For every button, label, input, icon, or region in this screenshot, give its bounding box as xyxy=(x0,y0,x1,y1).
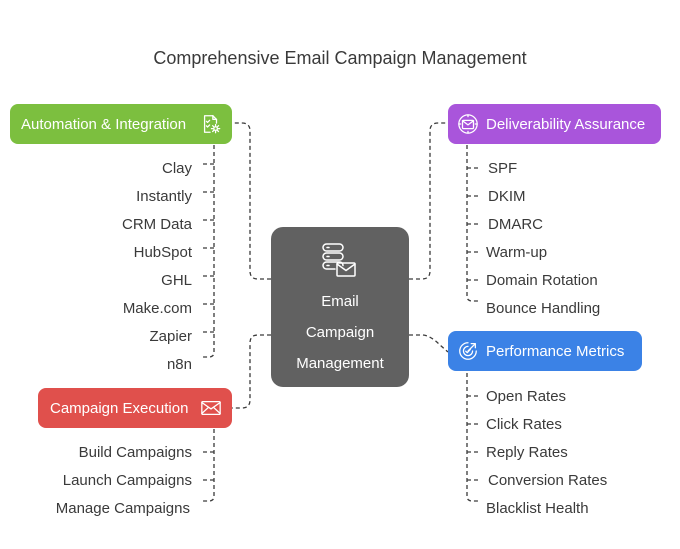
automation-item: n8n xyxy=(166,356,192,373)
automation-item: HubSpot xyxy=(133,244,192,261)
automation-integration-node[interactable]: Automation & Integration xyxy=(10,104,232,144)
automation-integration-label: Automation & Integration xyxy=(21,115,187,133)
automation-item: GHL xyxy=(161,272,192,289)
connector-center-deliverability xyxy=(409,122,448,280)
hub-label-line-3: Management xyxy=(296,355,384,372)
performance-item: Open Rates xyxy=(486,388,567,405)
campaign-execution-label: Campaign Execution xyxy=(50,399,189,417)
hub-label-line-2: Campaign xyxy=(305,324,375,341)
performance-trunk xyxy=(466,373,480,502)
execution-item: Manage Campaigns xyxy=(55,500,190,517)
envelope-target-icon xyxy=(458,114,478,134)
execution-trunk xyxy=(202,429,215,502)
envelope-icon xyxy=(201,400,221,416)
performance-metrics-node[interactable]: Performance Metrics xyxy=(448,331,642,371)
deliverability-item: Warm-up xyxy=(486,244,548,261)
deliverability-item: Bounce Handling xyxy=(486,300,601,317)
campaign-execution-node[interactable]: Campaign Execution xyxy=(38,388,232,428)
checklist-gear-icon xyxy=(203,115,221,134)
automation-item: Zapier xyxy=(149,328,192,345)
automation-item: Instantly xyxy=(136,188,192,205)
deliverability-assurance-node[interactable]: Deliverability Assurance xyxy=(448,104,661,144)
automation-item: Clay xyxy=(161,160,192,177)
deliverability-trunk xyxy=(466,145,480,302)
deliverability-assurance-label: Deliverability Assurance xyxy=(486,115,646,133)
execution-item: Launch Campaigns xyxy=(62,472,192,489)
deliverability-item: SPF xyxy=(488,160,518,177)
deliverability-item: DMARC xyxy=(488,216,543,233)
connector-center-automation xyxy=(232,122,271,280)
email-campaign-management-hub[interactable]: Email Campaign Management xyxy=(271,227,409,387)
connector-center-execution xyxy=(232,334,271,409)
automation-item: CRM Data xyxy=(121,216,192,233)
server-mail-icon xyxy=(322,243,356,277)
performance-item: Blacklist Health xyxy=(486,500,589,517)
connector-center-performance xyxy=(409,334,449,353)
execution-item: Build Campaigns xyxy=(78,444,192,461)
performance-metrics-label: Performance Metrics xyxy=(486,342,625,360)
performance-item: Reply Rates xyxy=(486,444,568,461)
automation-trunk xyxy=(202,145,215,358)
performance-item: Click Rates xyxy=(486,416,562,433)
diagram-title: Comprehensive Email Campaign Management xyxy=(153,48,527,68)
deliverability-item: DKIM xyxy=(488,188,526,205)
gauge-check-icon xyxy=(459,342,477,360)
performance-item: Conversion Rates xyxy=(488,472,608,489)
deliverability-item: Domain Rotation xyxy=(486,272,598,289)
automation-item: Make.com xyxy=(122,300,192,317)
hub-label-line-1: Email xyxy=(321,293,359,310)
